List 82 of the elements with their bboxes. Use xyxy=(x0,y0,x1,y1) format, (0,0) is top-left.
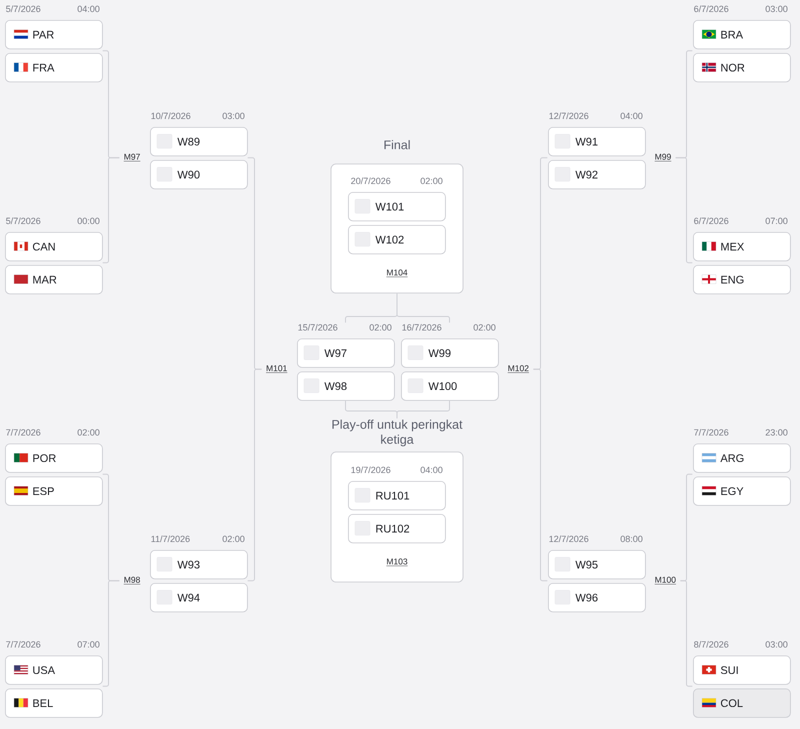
team-slot: W94 xyxy=(150,583,248,612)
bracket-line xyxy=(532,368,548,582)
time-text: 08:00 xyxy=(620,536,642,542)
team-slot: MEX xyxy=(693,232,791,262)
round-heading: Final xyxy=(384,140,410,150)
date-text: 11/7/2026 xyxy=(151,535,190,542)
team-slot: COL xyxy=(693,688,791,718)
match-link: M103 xyxy=(386,558,408,566)
time-text: 03:00 xyxy=(766,641,788,648)
time-text: 04:00 xyxy=(620,112,642,120)
team-slot: CAN xyxy=(5,232,103,262)
team-slot: W92 xyxy=(548,160,646,190)
team-slot: W95 xyxy=(548,550,646,580)
bracket-line xyxy=(102,580,120,687)
time-text: 23:00 xyxy=(766,429,788,436)
team-slot: ENG xyxy=(693,265,791,294)
time-text: 04:00 xyxy=(420,466,442,474)
bracket-line xyxy=(396,293,450,324)
date-text: 6/7/2026 xyxy=(694,217,728,224)
date-text: 7/7/2026 xyxy=(6,428,40,436)
team-slot: RU101 xyxy=(348,481,446,510)
team-slot: MAR xyxy=(5,265,103,294)
date-text: 8/7/2026 xyxy=(694,640,728,648)
time-text: 02:00 xyxy=(78,429,100,436)
match-link: M100 xyxy=(654,576,676,584)
team-slot: POR xyxy=(5,444,103,473)
team-slot: BRA xyxy=(693,20,791,50)
team-slot: W89 xyxy=(150,127,248,156)
date-text: 16/7/2026 xyxy=(402,324,442,331)
match-link: M104 xyxy=(386,270,408,278)
bracket-line xyxy=(680,580,693,687)
time-text: 02:00 xyxy=(370,324,392,331)
bracket-line xyxy=(247,368,262,582)
date-text: 12/7/2026 xyxy=(549,535,588,542)
date-text: 10/7/2026 xyxy=(151,112,190,120)
match-link: M97 xyxy=(124,154,140,162)
team-slot: W97 xyxy=(297,338,395,368)
team-slot: W90 xyxy=(150,160,248,190)
date-text: 20/7/2026 xyxy=(351,177,390,184)
team-slot: USA xyxy=(5,656,103,685)
date-text: 5/7/2026 xyxy=(6,217,40,224)
team-slot: W93 xyxy=(150,550,248,580)
match-link: M102 xyxy=(508,365,530,373)
time-text: 02:00 xyxy=(222,536,244,542)
team-slot: FRA xyxy=(5,53,103,82)
date-text: 12/7/2026 xyxy=(549,112,588,120)
time-text: 00:00 xyxy=(78,218,100,224)
time-text: 03:00 xyxy=(222,112,244,120)
date-text: 7/7/2026 xyxy=(6,640,40,648)
team-slot: BEL xyxy=(5,688,103,718)
date-text: 5/7/2026 xyxy=(6,5,40,12)
bracket-line xyxy=(396,400,450,419)
match-link: M99 xyxy=(654,154,672,162)
team-slot: EGY xyxy=(693,476,791,506)
team-slot: ARG xyxy=(693,444,791,473)
time-text: 07:00 xyxy=(766,218,788,224)
time-text: 04:00 xyxy=(78,6,100,12)
date-text: 6/7/2026 xyxy=(694,5,728,12)
team-slot: W101 xyxy=(348,192,446,222)
team-slot: PAR xyxy=(5,20,103,50)
team-slot: W98 xyxy=(297,372,395,401)
date-text: 19/7/2026 xyxy=(351,466,390,474)
team-slot: W96 xyxy=(548,583,646,612)
date-text: 7/7/2026 xyxy=(694,428,728,436)
match-link: M101 xyxy=(266,365,288,373)
team-slot: SUI xyxy=(693,656,791,685)
team-slot: W99 xyxy=(401,338,499,368)
time-text: 02:00 xyxy=(474,324,496,331)
team-slot: RU102 xyxy=(348,514,446,544)
time-text: 02:00 xyxy=(420,178,442,184)
team-slot: ESP xyxy=(5,476,103,506)
time-text: 07:00 xyxy=(78,641,100,648)
team-slot: W100 xyxy=(401,372,499,401)
time-text: 03:00 xyxy=(766,6,788,12)
date-text: 15/7/2026 xyxy=(298,324,338,331)
round-heading: Play-off untuk peringkat ketiga xyxy=(332,420,462,446)
bracket-line xyxy=(675,157,693,264)
team-slot: W91 xyxy=(548,127,646,156)
bracket-line xyxy=(102,157,120,264)
match-link: M98 xyxy=(124,576,140,584)
team-slot: W102 xyxy=(348,225,446,254)
team-slot: NOR xyxy=(693,53,791,82)
